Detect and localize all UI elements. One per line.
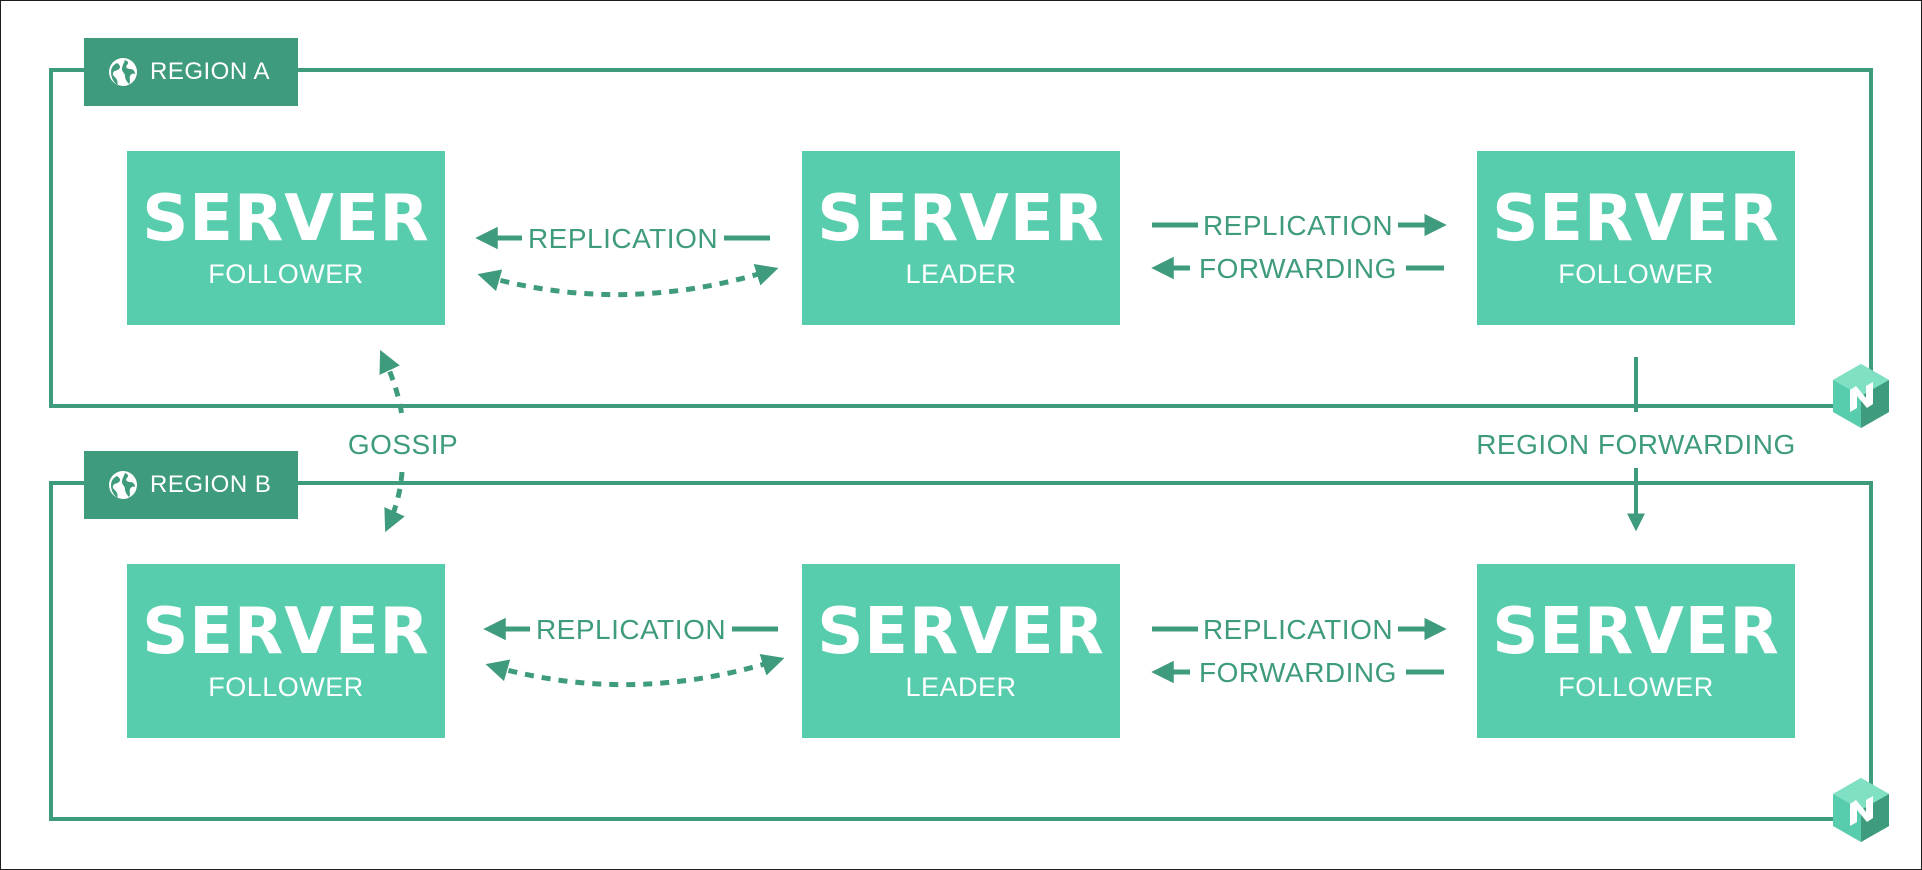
- region-b-right-replication-label: REPLICATION: [1203, 614, 1393, 645]
- region-b-server-follower-right: SERVER FOLLOWER: [1477, 564, 1795, 738]
- region-b-tag: REGION B: [84, 451, 298, 519]
- region-a-boundary: [49, 68, 1873, 408]
- region-a-label: REGION A: [150, 58, 271, 85]
- server-role: LEADER: [905, 259, 1017, 289]
- server-role: FOLLOWER: [1558, 672, 1714, 702]
- region-a-server-follower-right: SERVER FOLLOWER: [1477, 151, 1795, 325]
- region-b-right-forwarding-label: FORWARDING: [1199, 657, 1397, 688]
- region-forwarding-label: REGION FORWARDING: [1476, 429, 1796, 460]
- server-title: SERVER: [1492, 182, 1780, 256]
- region-a-tag: REGION A: [84, 38, 298, 106]
- region-a-left-replication-label: REPLICATION: [528, 223, 718, 254]
- server-role: FOLLOWER: [208, 672, 364, 702]
- globe-icon: [109, 58, 137, 86]
- region-a-server-leader: SERVER LEADER: [802, 151, 1120, 325]
- server-title: SERVER: [142, 182, 430, 256]
- server-title: SERVER: [1492, 595, 1780, 669]
- server-role: FOLLOWER: [1558, 259, 1714, 289]
- region-b-left-replication-label: REPLICATION: [536, 614, 726, 645]
- region-b-server-follower-left: SERVER FOLLOWER: [127, 564, 445, 738]
- region-b-left-dashed-arrow: [485, 653, 785, 688]
- nomad-logo-icon: [1833, 364, 1889, 428]
- nomad-logo-icon: [1833, 778, 1889, 842]
- region-a-right-replication-label: REPLICATION: [1203, 210, 1393, 241]
- region-b-boundary: [49, 481, 1873, 821]
- server-title: SERVER: [142, 595, 430, 669]
- region-a-right-forwarding-label: FORWARDING: [1199, 253, 1397, 284]
- server-title: SERVER: [817, 595, 1105, 669]
- globe-icon: [109, 471, 137, 499]
- region-a-left-dashed-arrow: [477, 263, 779, 298]
- gossip-label: GOSSIP: [348, 429, 458, 460]
- region-b-label: REGION B: [150, 471, 272, 498]
- server-title: SERVER: [817, 182, 1105, 256]
- server-role: LEADER: [905, 672, 1017, 702]
- gossip-dashed-arrow: [379, 349, 405, 533]
- server-role: FOLLOWER: [208, 259, 364, 289]
- region-b-server-leader: SERVER LEADER: [802, 564, 1120, 738]
- region-a-server-follower-left: SERVER FOLLOWER: [127, 151, 445, 325]
